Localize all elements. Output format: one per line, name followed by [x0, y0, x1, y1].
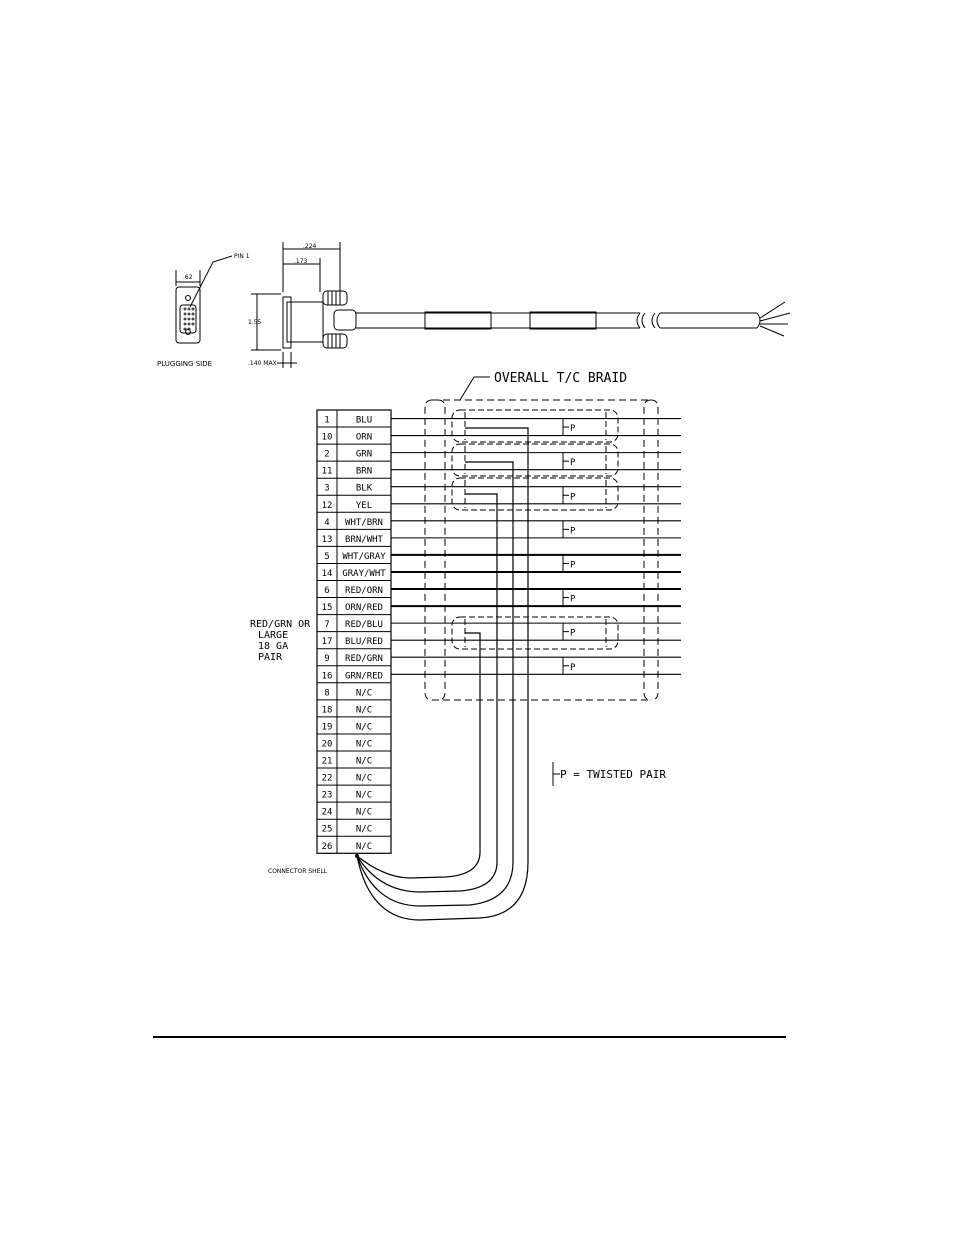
pin-number: 19 [322, 722, 333, 732]
pin-color: WHT/BRN [345, 518, 383, 528]
pin-number: 8 [324, 688, 329, 698]
pin-number: 3 [324, 484, 329, 494]
pair-shield-1 [451, 409, 619, 443]
braid-leader [459, 376, 490, 401]
pin-number: 6 [324, 586, 329, 596]
pair-marker-label: P [570, 458, 576, 468]
plugging-side-label: PLUGGING SIDE [157, 360, 212, 368]
pin-number: 24 [322, 808, 333, 818]
pin-color: BLK [356, 484, 373, 494]
twisted-pair-markers: P P P P P P P P [562, 418, 576, 675]
pin-number: 14 [322, 569, 333, 579]
pair-marker-label: P [570, 663, 576, 673]
pin-number: 12 [322, 501, 333, 511]
pin-number: 25 [322, 825, 333, 835]
pin-color: GRAY/WHT [342, 569, 386, 579]
pin-number: 7 [324, 620, 329, 630]
pin-color: RED/BLU [345, 620, 383, 630]
pin1-label: PIN 1 [234, 253, 250, 260]
pin-color: N/C [356, 705, 372, 715]
large-pair-note: RED/GRN OR LARGE 18 GA PAIR [250, 619, 311, 663]
footer-rule [153, 1036, 786, 1038]
pin-number: 20 [322, 739, 333, 749]
connector-shell-node [355, 854, 359, 858]
pin-color: N/C [356, 825, 372, 835]
pair-shield-2 [451, 443, 619, 477]
pin-color: N/C [356, 791, 372, 801]
dim-62-label: .62 [183, 274, 193, 281]
pin-number: 5 [324, 552, 329, 562]
pin-number: 4 [324, 518, 329, 528]
pin-color: GRN/RED [345, 671, 383, 681]
pin-color: RED/GRN [345, 654, 383, 664]
connector-side-view [251, 242, 357, 368]
pair-marker-label: P [570, 526, 576, 536]
overall-braid [424, 399, 659, 701]
pin-color: N/C [356, 842, 372, 852]
pin-color: N/C [356, 739, 372, 749]
pin-color: N/C [356, 808, 372, 818]
pin-color: GRN [356, 450, 372, 460]
pin-number: 11 [322, 467, 333, 477]
large-pair-note-line-2: LARGE [258, 630, 288, 641]
pair-marker-label: P [570, 560, 576, 570]
large-pair-note-line-1: RED/GRN OR [250, 619, 311, 630]
pin-color: YEL [356, 501, 372, 511]
connector-front-view [175, 255, 233, 344]
pin-color: RED/ORN [345, 586, 383, 596]
pin-number: 13 [322, 535, 333, 545]
pin-color: N/C [356, 774, 372, 784]
connector-shell-label: CONNECTOR SHELL [268, 868, 328, 875]
pin-number: 17 [322, 637, 333, 647]
pin-color: ORN/RED [345, 603, 383, 613]
pin-number: 15 [322, 603, 333, 613]
pair-marker-label: P [570, 629, 576, 639]
pin-number: 10 [322, 433, 333, 443]
pin-number: 21 [322, 757, 333, 767]
drain-wires [356, 427, 529, 921]
pin-color: N/C [356, 688, 372, 698]
pin-number: 18 [322, 705, 333, 715]
legend-text: P = TWISTED PAIR [560, 768, 666, 781]
pin-color: BLU [356, 416, 372, 426]
pin-number: 22 [322, 774, 333, 784]
pair-marker-label: P [570, 595, 576, 605]
pin-color: N/C [356, 722, 372, 732]
pin-number: 16 [322, 671, 333, 681]
pin-table: 1 BLU 10 ORN 2 GRN 11 BRN 3 BLK 12 YEL 4 WHT/BRN 13 BRN… [316, 409, 392, 854]
large-pair-note-line-4: PAIR [258, 652, 283, 663]
pin-color: BRN/WHT [345, 535, 384, 545]
pin-number: 9 [324, 654, 329, 664]
dim-155-label: 1.55 [248, 319, 262, 326]
wire-runs [391, 417, 681, 675]
pin-color: BLU/RED [345, 637, 383, 647]
pin-number: 2 [324, 450, 329, 460]
pin-color: ORN [356, 433, 372, 443]
dim-140-label: .140 MAX [248, 360, 277, 367]
pin-number: 1 [324, 416, 329, 426]
pin-color: BRN [356, 467, 372, 477]
pair-marker-label: P [570, 424, 576, 434]
pin-color: WHT/GRAY [342, 552, 386, 562]
pin-number: 26 [322, 842, 333, 852]
dim-224-label: .224 [303, 243, 317, 250]
pin-color: N/C [356, 757, 372, 767]
braid-label: OVERALL T/C BRAID [494, 371, 627, 386]
pin-number: 23 [322, 791, 333, 801]
dim-173-label: .173 [294, 258, 308, 265]
legend: P = TWISTED PAIR [552, 762, 666, 786]
pair-marker-label: P [570, 492, 576, 502]
large-pair-note-line-3: 18 GA [258, 641, 288, 652]
cable-body [356, 301, 791, 337]
